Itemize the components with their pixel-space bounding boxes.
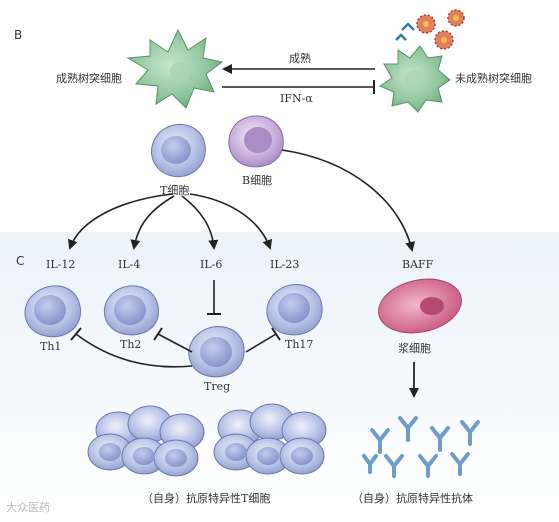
immature-dc-label: 未成熟树突细胞: [455, 72, 532, 85]
th17-label: Th17: [285, 338, 314, 351]
immature-dendritic-cell: [378, 45, 451, 113]
il23-label: IL-23: [270, 258, 300, 271]
treg-inhibition-lines: [70, 327, 281, 368]
antigen-specific-t-cell-label: （自身）抗原特异性T细胞: [142, 492, 271, 505]
il6-inhibition-line: [207, 280, 221, 315]
t-cell-arrows: [67, 193, 273, 250]
maturation-label: 成熟: [289, 52, 311, 65]
ifn-inhibition-line: [222, 80, 375, 94]
antigen-specific-antibody-label: （自身）抗原特异性抗体: [352, 492, 473, 505]
baff-label: BAFF: [402, 258, 434, 271]
t-cell-label: T细胞: [160, 184, 190, 197]
panel-c-label: C: [16, 254, 25, 268]
panel-c-background: [0, 232, 559, 522]
th1-cell: [24, 285, 81, 338]
il4-label: IL-4: [118, 258, 141, 271]
b-cell: [228, 115, 284, 168]
t-cell-cluster-left: [87, 405, 205, 477]
antibodies-icon: [362, 416, 480, 478]
mature-dc-label: 成熟树突细胞: [56, 72, 122, 85]
watermark: 大众医药: [6, 501, 50, 514]
th2-label: Th2: [120, 338, 142, 351]
b-cell-label: B细胞: [242, 174, 273, 187]
ifn-label: IFN-α: [280, 92, 313, 105]
plasma-cell: [378, 278, 462, 334]
plasma-cell-label: 浆细胞: [398, 342, 431, 355]
panel-b-label: B: [14, 28, 23, 42]
t-cell: [151, 123, 206, 178]
virus-particles-icon: [395, 9, 465, 50]
t-cell-cluster-right: [213, 403, 327, 475]
b-cell-to-baff-arrow: [281, 149, 415, 252]
treg-label: Treg: [204, 380, 231, 393]
th17-cell: [266, 284, 323, 336]
th2-cell: [103, 285, 159, 336]
treg-cell: [188, 326, 245, 378]
il6-label: IL-6: [200, 258, 223, 271]
th1-label: Th1: [40, 340, 62, 353]
mature-dendritic-cell: [126, 28, 224, 109]
il12-label: IL-12: [46, 258, 76, 271]
